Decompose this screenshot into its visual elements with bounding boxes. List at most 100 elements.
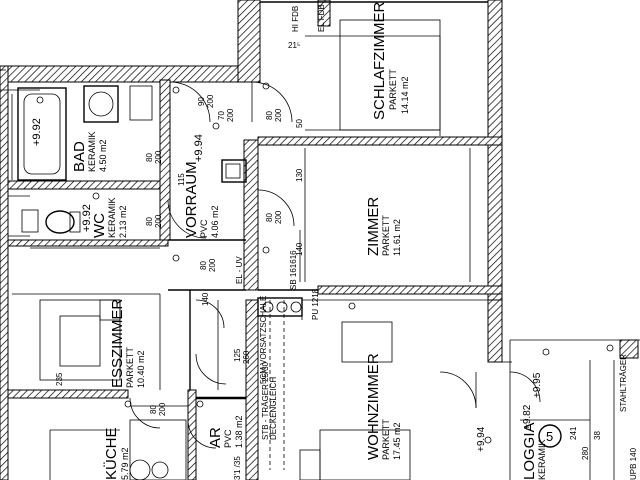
room-area: 11.61 m2 [392,219,402,256]
dimension-numbers: 115 130 140 50 140 235 3'1 /35 21⁵ 38 24… [55,41,602,480]
svg-text:STAHLTRÄGER: STAHLTRÄGER [619,354,628,412]
svg-text:DECKENGLEICH: DECKENGLEICH [269,377,278,440]
room-wohnzimmer: WOHNZIMMER PARKETT 17.45 m2 [365,353,402,460]
room-area: 4.06 m2 [210,205,220,238]
room-area: 5.79 m2 [120,447,130,480]
room-name: SCHLAFZIMMER [371,1,388,120]
svg-text:38: 38 [593,431,602,440]
room-vorraum: VORRAUM PVC 4.06 m2 [183,161,220,238]
svg-text:280: 280 [581,446,590,460]
room-zimmer: ZIMMER PARKETT 11.61 m2 [365,197,402,256]
svg-text:241: 241 [569,426,578,440]
svg-text:80: 80 [145,217,154,226]
svg-text:EL FDB: EL FDB [317,4,326,32]
svg-text:200: 200 [154,150,163,164]
room-ar: AR PVC 1.38 m2 [207,415,244,448]
svg-text:80: 80 [199,261,208,270]
svg-text:90: 90 [197,97,206,106]
door-swings [129,81,541,449]
svg-text:3'1 /35: 3'1 /35 [233,456,242,480]
bathtub [17,87,67,181]
svg-text:200: 200 [226,108,235,122]
svg-text:140: 140 [201,292,210,306]
svg-text:+9.92: +9.92 [81,204,93,232]
svg-text:STB - TRÄGER 25/30: STB - TRÄGER 25/30 [261,361,270,440]
loggia-level-2: +9.95 [532,372,543,398]
svg-text:UPB 140: UPB 140 [629,447,638,480]
svg-text:200: 200 [208,258,217,272]
shafts [221,159,303,317]
svg-text:+9.95: +9.95 [532,372,543,398]
svg-text:140: 140 [295,242,304,256]
section-marker [538,424,562,448]
room-area: 4.50 m2 [98,139,108,172]
kitchen-stove [129,419,187,480]
svg-text:200: 200 [274,210,283,224]
svg-text:235: 235 [55,372,64,386]
svg-text:200: 200 [154,214,163,228]
room-name: WC [91,213,108,238]
room-name: ZIMMER [365,197,382,256]
svg-text:70: 70 [217,111,226,120]
svg-text:5CM VORSATZSCHALE: 5CM VORSATZSCHALE [259,296,268,384]
svg-text:125: 125 [233,348,242,362]
svg-text:+9.82: +9.82 [522,404,533,430]
svg-text:50: 50 [295,119,304,128]
room-area: 1.38 m2 [234,415,244,448]
room-name: LOGGIA [521,422,538,480]
section-number: 5 [546,429,553,444]
room-name: AR [207,427,224,448]
room-esszimmer: ESSZIMMER PARKETT 10.40 m2 [109,299,146,388]
wc-toilet [21,209,81,234]
room-area: 17.45 m2 [392,422,402,460]
svg-text:PU 1218: PU 1218 [311,288,320,320]
svg-text:+9.92: +9.92 [31,118,43,146]
svg-text:80: 80 [145,153,154,162]
room-area: 2.13 m2 [118,205,128,238]
svg-text:+9.94: +9.94 [193,134,205,162]
level-markers [36,82,614,444]
svg-text:HI FDB: HI FDB [291,6,300,32]
wc-level: +9.92 [81,204,93,232]
room-area: 10.40 m2 [136,350,146,388]
room-area: 14.14 m2 [400,76,410,114]
svg-text:SB 161616: SB 161616 [289,250,298,290]
room-name: VORRAUM [183,161,200,238]
room-name: ESSZIMMER [109,299,126,388]
room-floor: PARKETT [125,347,135,388]
svg-text:80: 80 [265,213,274,222]
technical-labels: HI FDB EL FDB EL - UV 5CM VORSATZSCHALE … [235,4,638,480]
room-bad: BAD KERAMIK 4.50 m2 [71,131,108,172]
room-name: BAD [71,141,88,172]
svg-text:21⁵: 21⁵ [288,41,300,50]
svg-text:200: 200 [158,402,167,416]
svg-text:80: 80 [149,405,158,414]
loggia-level: +9.82 [522,404,533,430]
room-floor: PVC [223,429,233,448]
room-floor: KERAMIK [87,131,97,172]
room-floor: PARKETT [388,69,398,110]
room-floor: PARKETT [381,419,391,460]
room-floor: PVC [199,219,209,238]
svg-text:115: 115 [177,173,186,186]
room-name: WOHNZIMMER [365,353,382,460]
room-kueche: KÜCHE 5.79 m2 [102,427,130,480]
room-schlafzimmer: SCHLAFZIMMER PARKETT 14.14 m2 [371,1,410,120]
room-floor: KERAMIK [107,197,117,238]
svg-text:260: 260 [242,350,251,364]
dining-table [39,299,121,381]
room-name: KÜCHE [102,427,120,480]
wohnzimmer-level: +9.94 [476,426,487,452]
washbasin [83,85,153,123]
svg-text:130: 130 [295,168,304,182]
svg-text:200: 200 [206,94,215,108]
living-furniture [299,321,411,480]
bad-level: +9.92 [31,118,43,146]
room-loggia: LOGGIA KERAMIK [521,422,547,480]
svg-text:200: 200 [274,108,283,122]
room-floor: PARKETT [381,215,391,256]
